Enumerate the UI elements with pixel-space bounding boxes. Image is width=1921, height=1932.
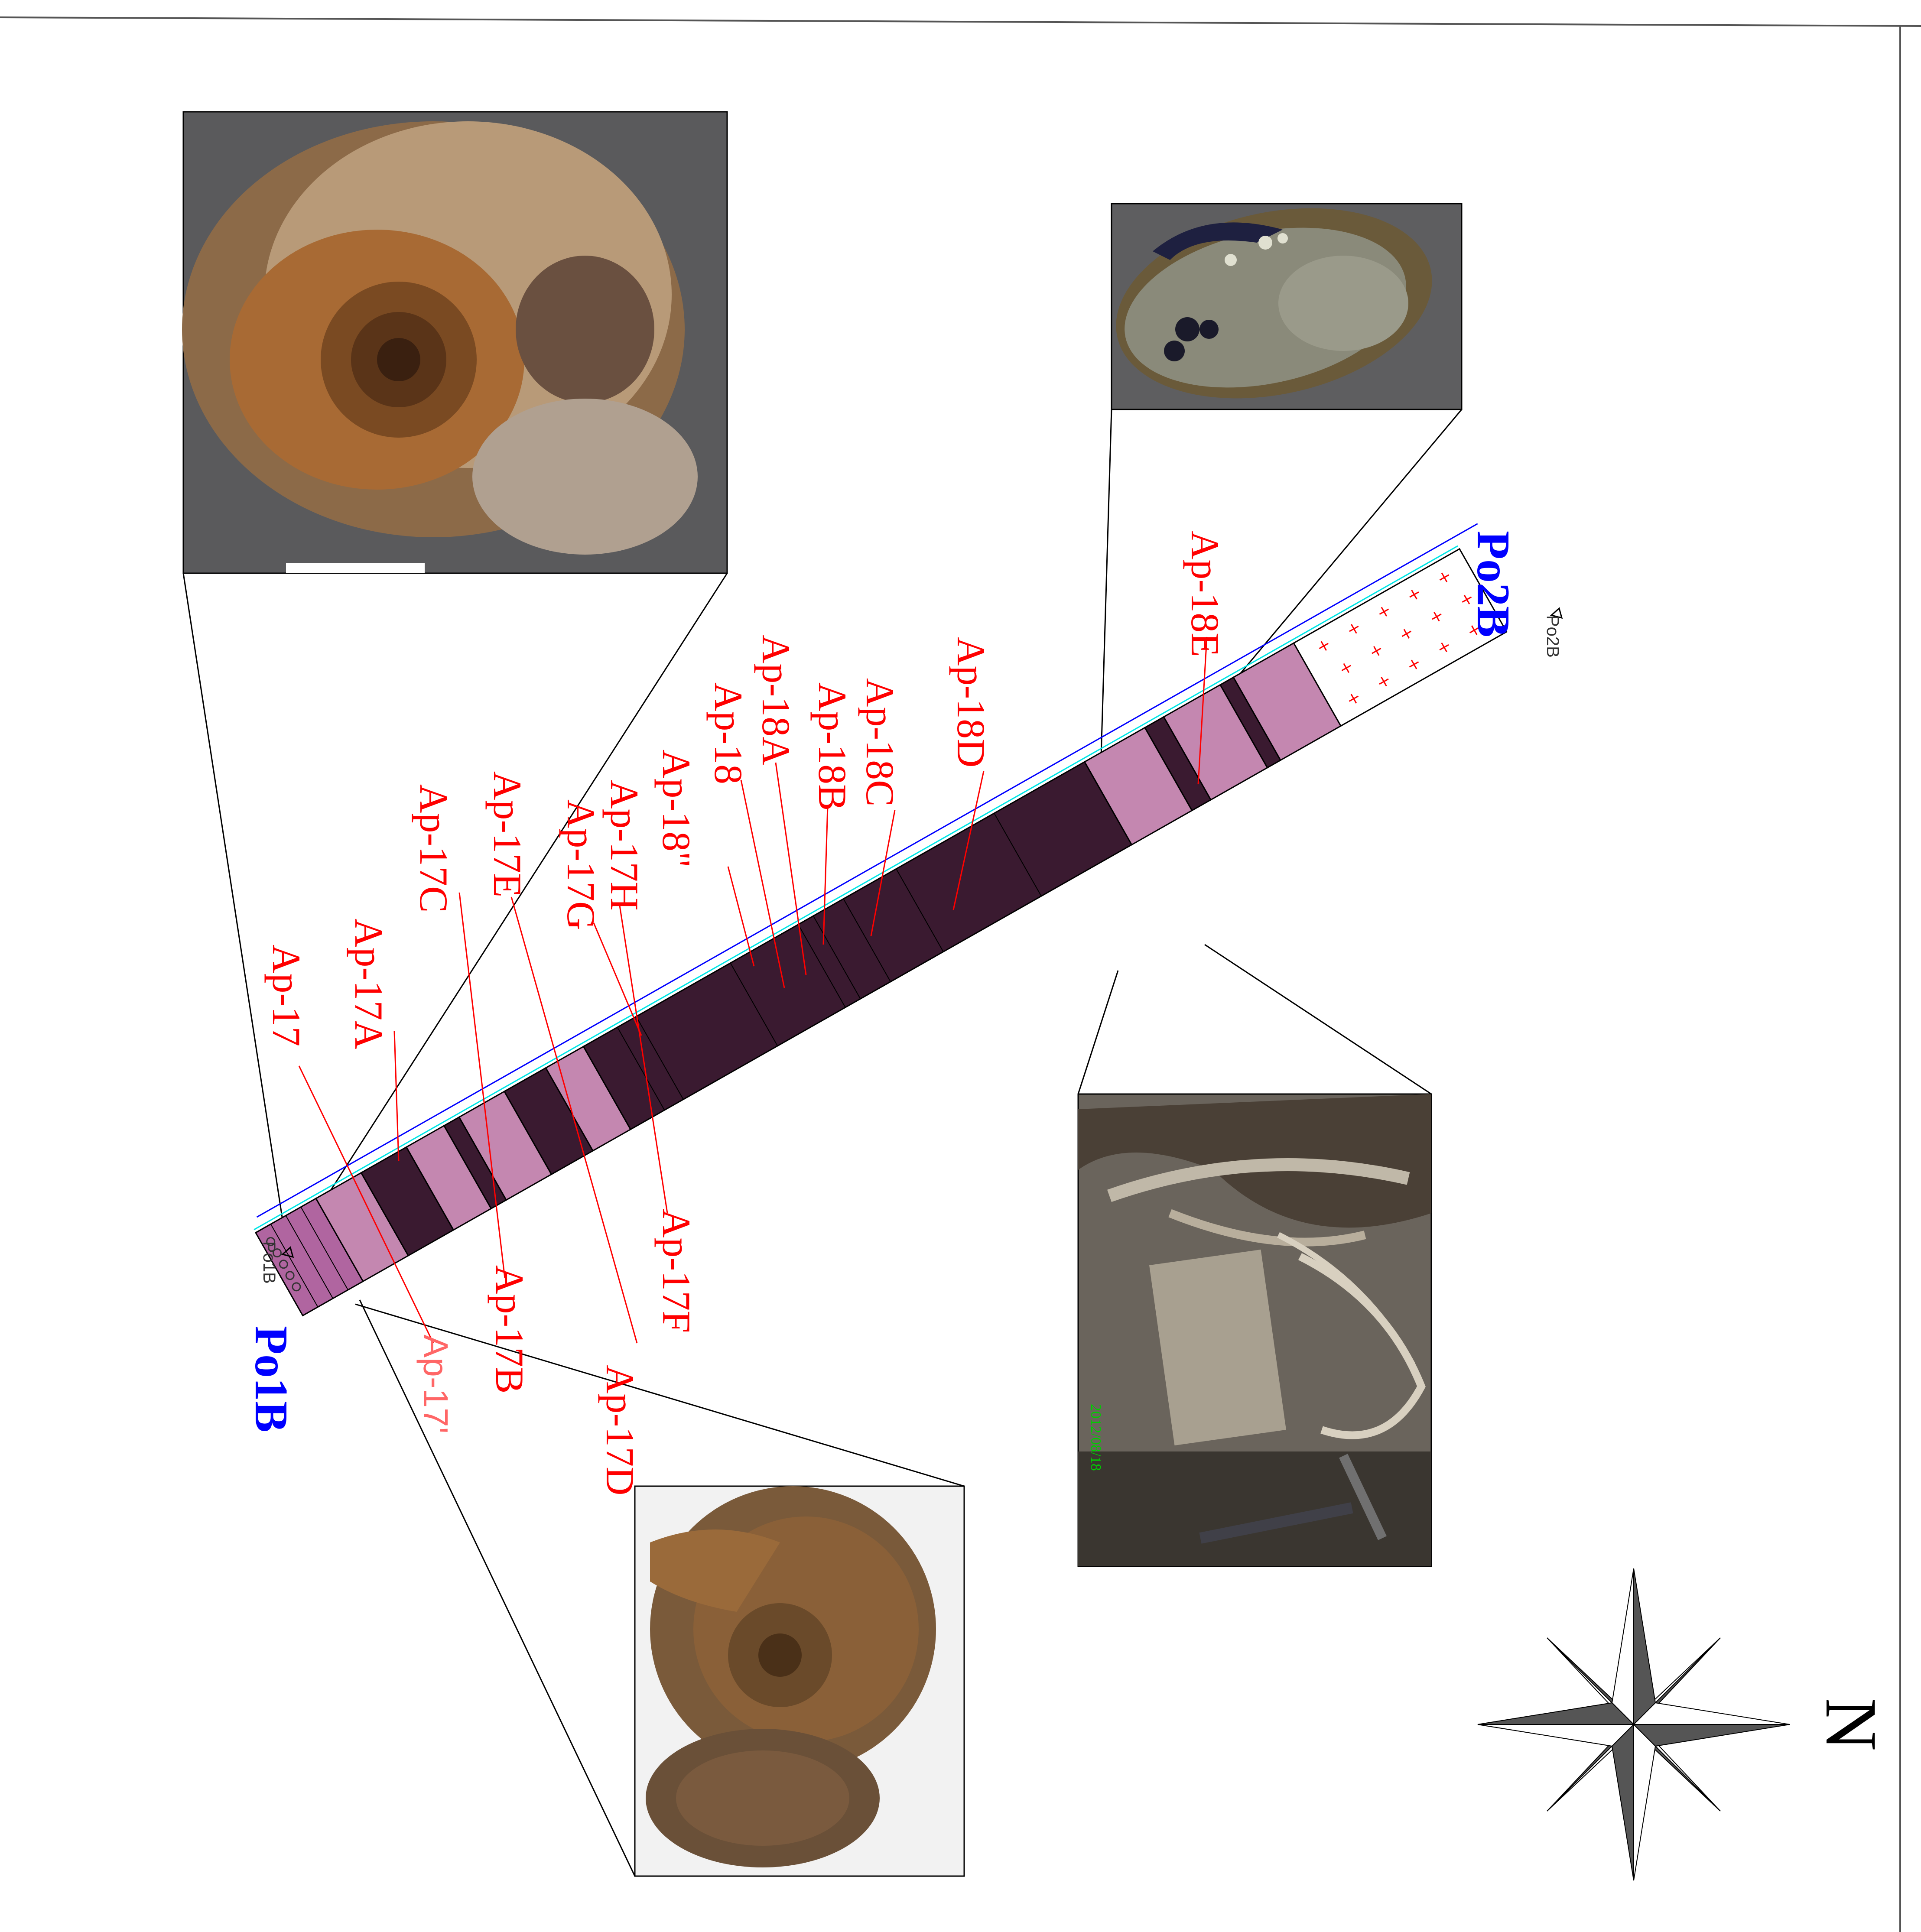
po1b-small-label: Po1B xyxy=(260,1241,279,1284)
po2b-marker: Po2B xyxy=(1543,608,1562,658)
sample-label-ap17a: Ap-17A xyxy=(347,919,391,1049)
sample-label-ap17g: Ap-17G xyxy=(559,799,603,930)
outcrop-photo: 2012/08/18 xyxy=(1078,1094,1431,1566)
po2b-small-label: Po2B xyxy=(1543,615,1562,658)
outcrop-photo-stamp: 2012/08/18 xyxy=(1088,1404,1104,1471)
top-border-line xyxy=(0,17,1921,26)
sample-label-ap17d: Ap-17D xyxy=(598,1365,642,1496)
sample-label-ap17f: Ap-17F xyxy=(654,1209,699,1333)
compass-rose-icon xyxy=(1478,1568,1790,1880)
north-label: N xyxy=(1810,1698,1892,1751)
sample-label-ap18b: Ap-18B xyxy=(810,682,855,811)
sample-label-ap17c: Ap-17C xyxy=(412,784,456,912)
po2b-label: Po2B xyxy=(1467,531,1519,637)
sample-label-ap18pp: Ap-18" xyxy=(654,750,699,868)
sample-label-ap17e: Ap-17E xyxy=(485,771,530,897)
bivalve-photo xyxy=(1098,181,1462,426)
ammonite-large-photo xyxy=(182,112,727,573)
sample-label-ap17p: Ap-17' xyxy=(416,1335,455,1434)
sample-label-ap18d: Ap-18D xyxy=(949,637,993,768)
ammonite-small-photo xyxy=(635,1486,964,1876)
sample-label-ap18e: Ap-18E xyxy=(1183,531,1227,657)
sample-label-ap17b: Ap-17B xyxy=(488,1265,532,1393)
sample-label-ap17: Ap-17 xyxy=(264,945,309,1046)
sample-label-ap18c: Ap-18C xyxy=(858,678,902,806)
po1b-label: Po1B xyxy=(245,1326,297,1432)
sample-label-ap17h: Ap-17H xyxy=(602,780,647,911)
sample-label-ap18: Ap-18 xyxy=(706,682,751,784)
sample-label-ap18a: Ap-18A xyxy=(754,635,798,766)
